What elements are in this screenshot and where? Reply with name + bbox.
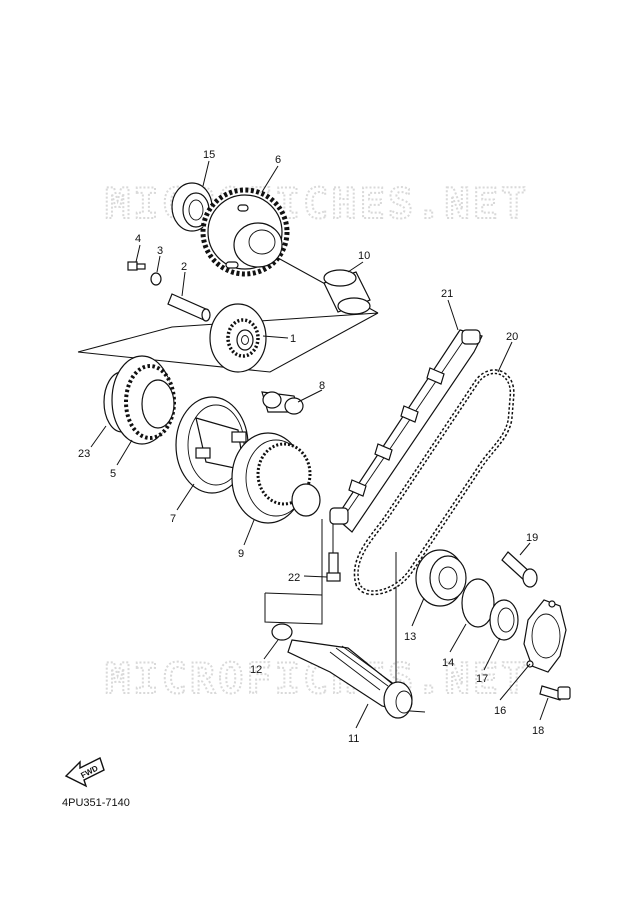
callout-5: 5 (110, 468, 116, 480)
callout-15: 15 (203, 149, 215, 161)
part-18-bolt (539, 685, 571, 701)
callout-16: 16 (494, 705, 506, 717)
callout-23: 23 (78, 448, 90, 460)
figure-code: 4PU351-7140 (62, 797, 130, 809)
callout-7: 7 (170, 513, 176, 525)
part-4-screw (127, 261, 146, 271)
callout-22: 22 (288, 572, 300, 584)
part-2-pin (167, 293, 211, 322)
part-13-bearing (415, 549, 467, 607)
part-14-oring (461, 578, 495, 628)
part-10-collar (323, 269, 371, 315)
part-12-collar (271, 623, 293, 641)
callout-4: 4 (135, 233, 141, 245)
callout-3: 3 (157, 245, 163, 257)
part-22-bolt (326, 519, 341, 582)
part-3-washer (150, 272, 162, 286)
callout-10: 10 (358, 250, 370, 262)
leader-lines (90, 160, 549, 729)
part-20-chain (353, 369, 515, 596)
part-16-retainer (523, 599, 567, 673)
callout-2: 2 (181, 261, 187, 273)
callout-11: 11 (348, 733, 359, 745)
part-5-clutch (111, 355, 176, 445)
part-1-gear (209, 303, 267, 373)
callout-1: 1 (290, 333, 296, 345)
callout-19: 19 (526, 532, 538, 544)
part-21-chain-guide (329, 329, 483, 533)
callout-13: 13 (404, 631, 416, 643)
callout-labels: 15 6 4 3 2 10 1 8 23 5 7 9 22 21 20 19 1… (78, 149, 544, 745)
callout-21: 21 (441, 288, 453, 300)
part-11-shaft (287, 639, 413, 719)
watermark-top: MICROFICHES.NET (105, 179, 529, 228)
callout-9: 9 (238, 548, 244, 560)
callout-17: 17 (476, 673, 488, 685)
callout-18: 18 (532, 725, 544, 737)
part-9-clutch-gear (231, 432, 321, 524)
callout-20: 20 (506, 331, 518, 343)
part-6-gear (200, 187, 290, 277)
callout-6: 6 (275, 154, 281, 166)
forward-arrow-icon: FWD (64, 757, 105, 788)
part-8-weight (261, 391, 304, 415)
part-17-seal (489, 599, 519, 641)
callout-14: 14 (442, 657, 454, 669)
callout-8: 8 (319, 380, 325, 392)
callout-12: 12 (250, 664, 262, 676)
part-19-pin (501, 551, 538, 588)
